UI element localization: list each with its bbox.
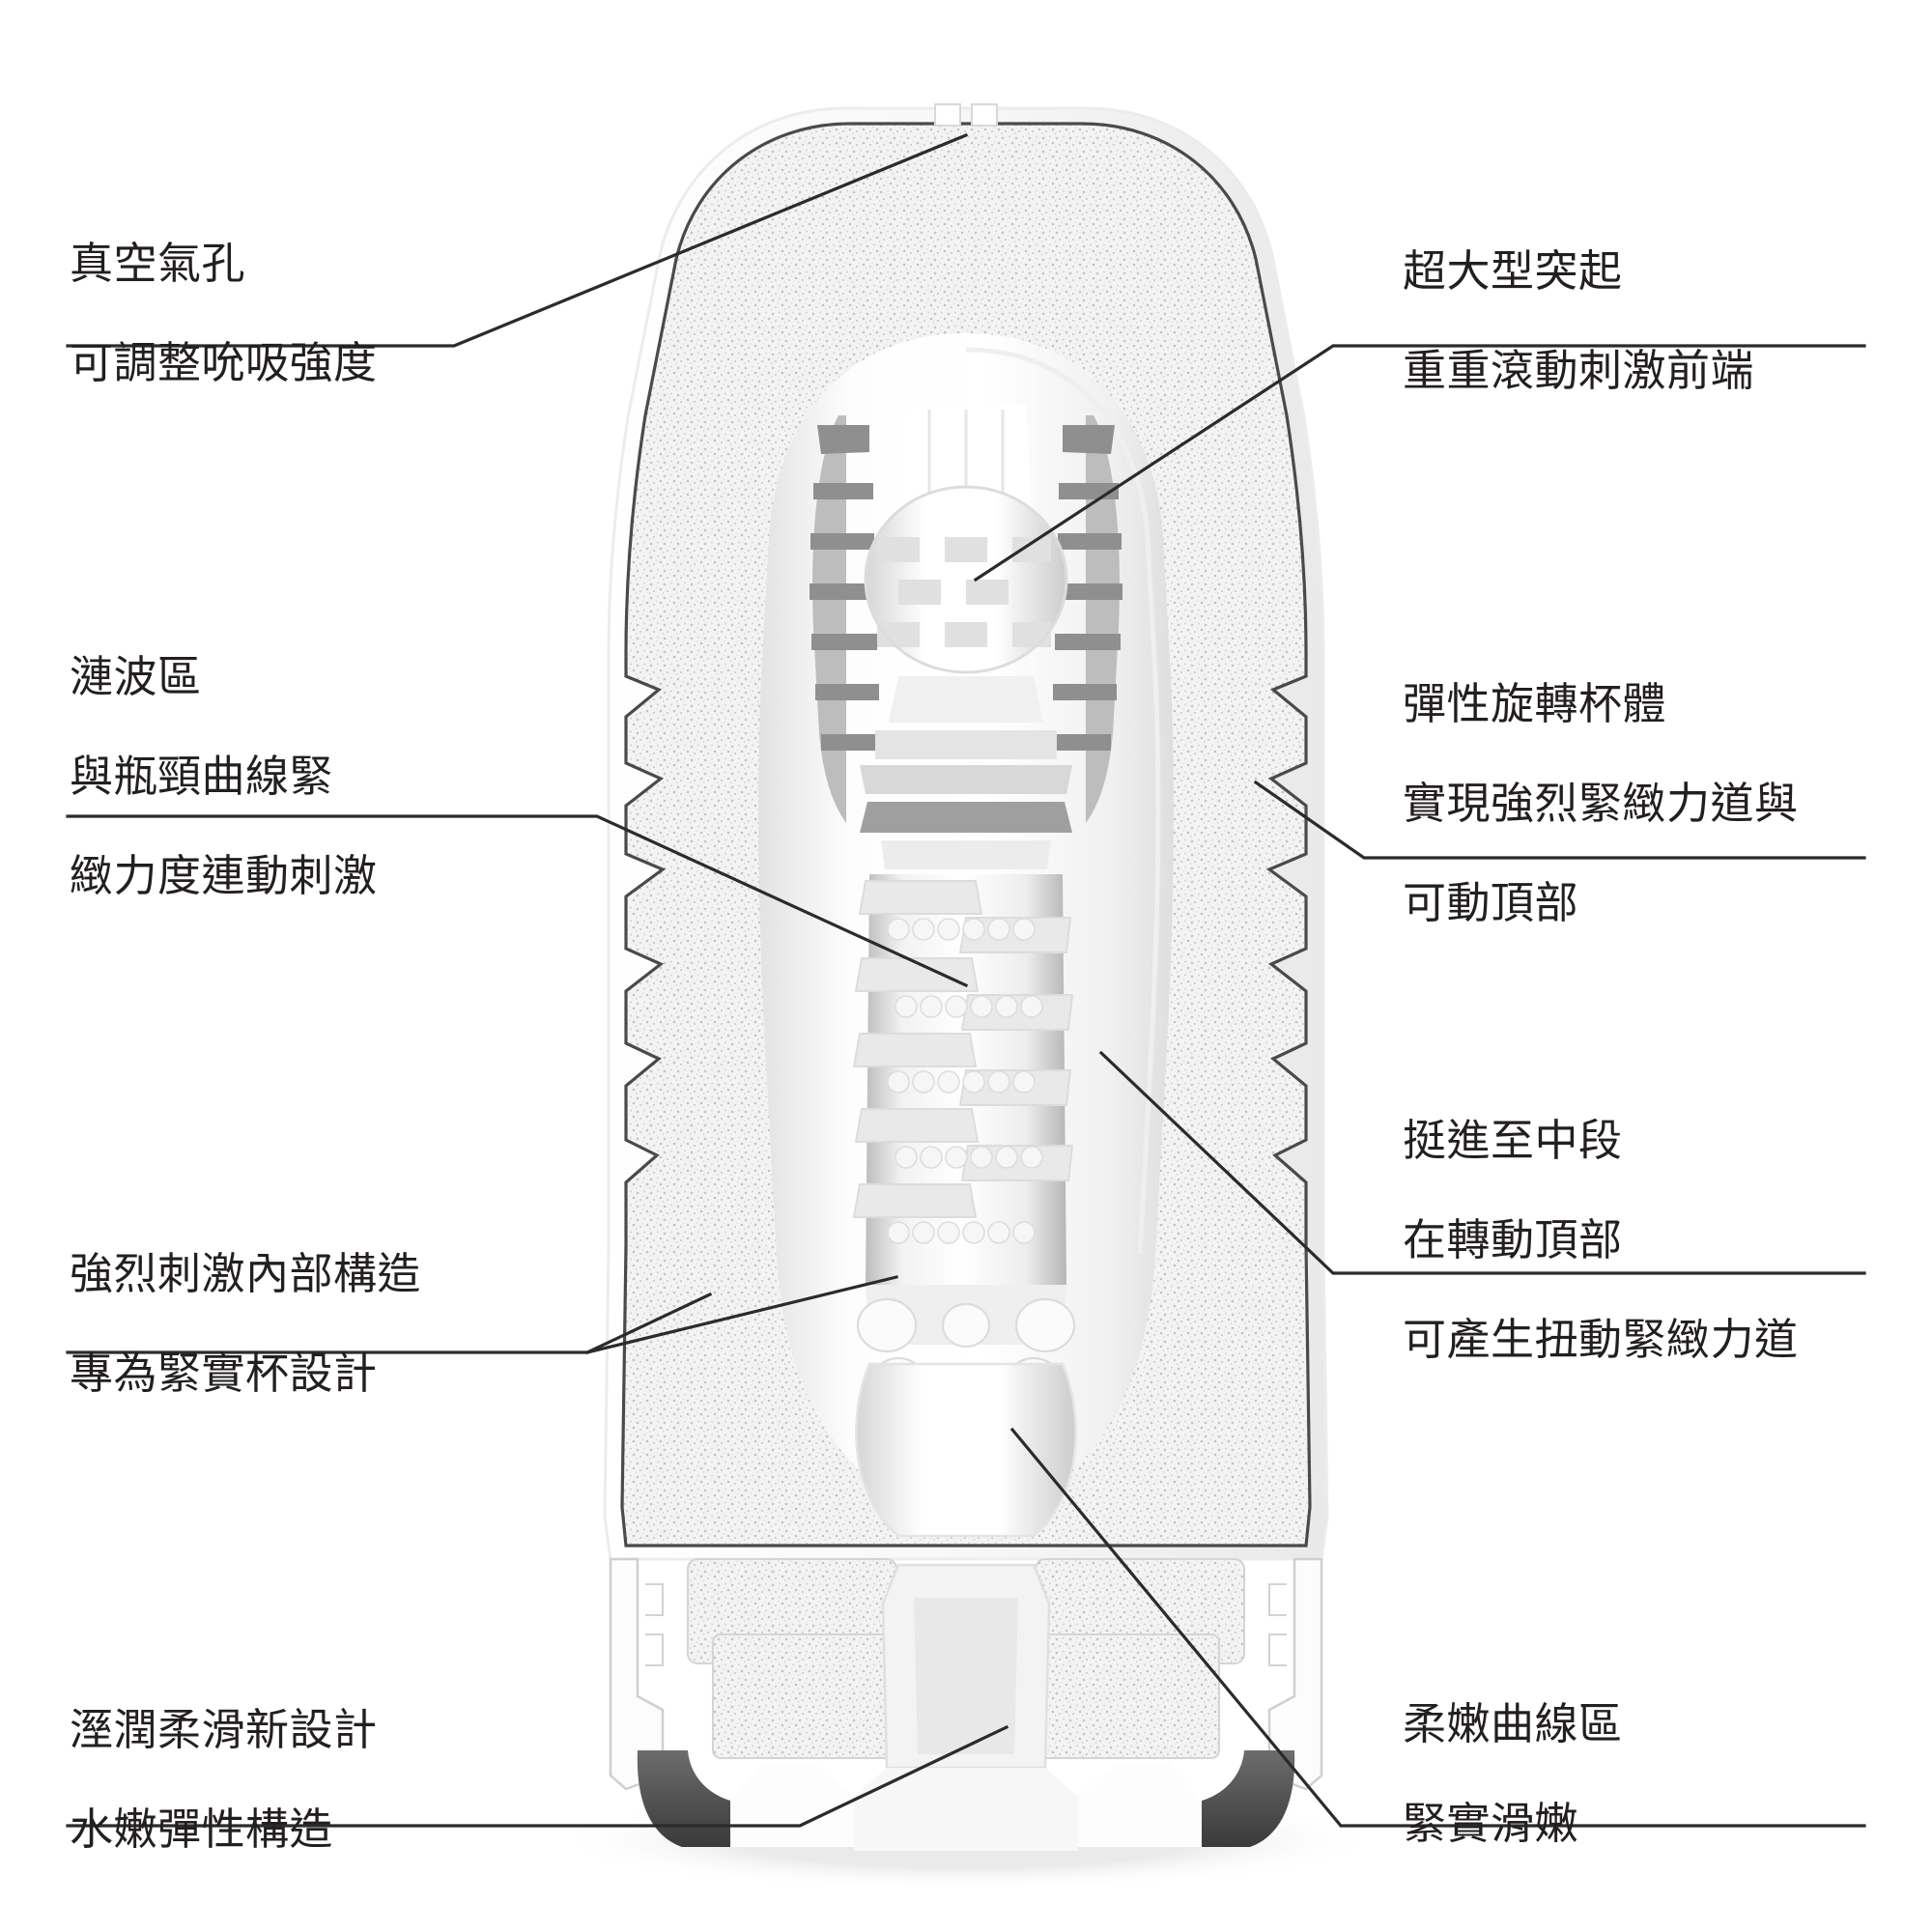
- callout-ripple-zone: 漣波區 與瓶頸曲線緊 緻力度連動刺激: [70, 607, 378, 947]
- callout-vacuum-hole: 真空氣孔 可調整吮吸強度: [70, 193, 378, 434]
- leader-elastic-rotating-body: [1253, 780, 1866, 860]
- callout-soft-curve-zone: 柔嫩曲線區 緊實滑嫩: [1403, 1654, 1623, 1894]
- callout-elastic-rotating-body-line3: 可動頂部: [1403, 878, 1579, 928]
- leader-vacuum-hole: [66, 132, 969, 348]
- callout-elastic-rotating-body-line1: 彈性旋轉杯體: [1403, 678, 1667, 728]
- leader-soft-curve-zone: [1009, 1427, 1866, 1828]
- callout-large-bump: 超大型突起 重重滾動刺激前端: [1403, 201, 1754, 441]
- callout-internal-structure-line2: 專為緊實杯設計: [70, 1349, 378, 1399]
- leader-moist-design: [66, 1724, 1009, 1828]
- callout-moist-design-line1: 溼潤柔滑新設計: [70, 1704, 378, 1754]
- callout-moist-design: 溼潤柔滑新設計 水嫩彈性構造: [70, 1660, 378, 1900]
- callout-large-bump-line1: 超大型突起: [1403, 245, 1623, 296]
- callout-internal-structure: 強烈刺激內部構造 專為緊實杯設計: [70, 1204, 421, 1444]
- leader-midsection-twist: [1098, 1050, 1866, 1275]
- callout-elastic-rotating-body-line2: 實現強烈緊緻力道與: [1403, 779, 1799, 829]
- leader-internal-structure-branch: [584, 1292, 713, 1355]
- callout-ripple-zone-line3: 緻力度連動刺激: [70, 851, 378, 901]
- callout-large-bump-line2: 重重滾動刺激前端: [1403, 346, 1755, 396]
- callout-ripple-zone-line1: 漣波區: [70, 651, 202, 701]
- callout-internal-structure-line1: 強烈刺激內部構造: [70, 1248, 422, 1298]
- callout-elastic-rotating-body: 彈性旋轉杯體 實現強烈緊緻力道與 可動頂部: [1403, 634, 1799, 974]
- callout-midsection-twist-line1: 挺進至中段: [1403, 1115, 1623, 1165]
- callout-soft-curve-zone-line1: 柔嫩曲線區: [1403, 1698, 1623, 1748]
- callout-vacuum-hole-line2: 可調整吮吸強度: [70, 338, 378, 388]
- callout-moist-design-line2: 水嫩彈性構造: [70, 1804, 334, 1855]
- callout-vacuum-hole-line1: 真空氣孔: [70, 238, 246, 288]
- callout-midsection-twist: 挺進至中段 在轉動頂部 可產生扭動緊緻力道: [1403, 1070, 1799, 1410]
- callout-ripple-zone-line2: 與瓶頸曲線緊: [70, 752, 334, 802]
- callout-soft-curve-zone-line2: 緊實滑嫩: [1403, 1799, 1579, 1849]
- callout-midsection-twist-line2: 在轉動頂部: [1403, 1215, 1623, 1265]
- callout-midsection-twist-line3: 可產生扭動緊緻力道: [1403, 1315, 1799, 1365]
- leader-large-bump: [973, 344, 1866, 582]
- leader-ripple-zone: [66, 814, 969, 988]
